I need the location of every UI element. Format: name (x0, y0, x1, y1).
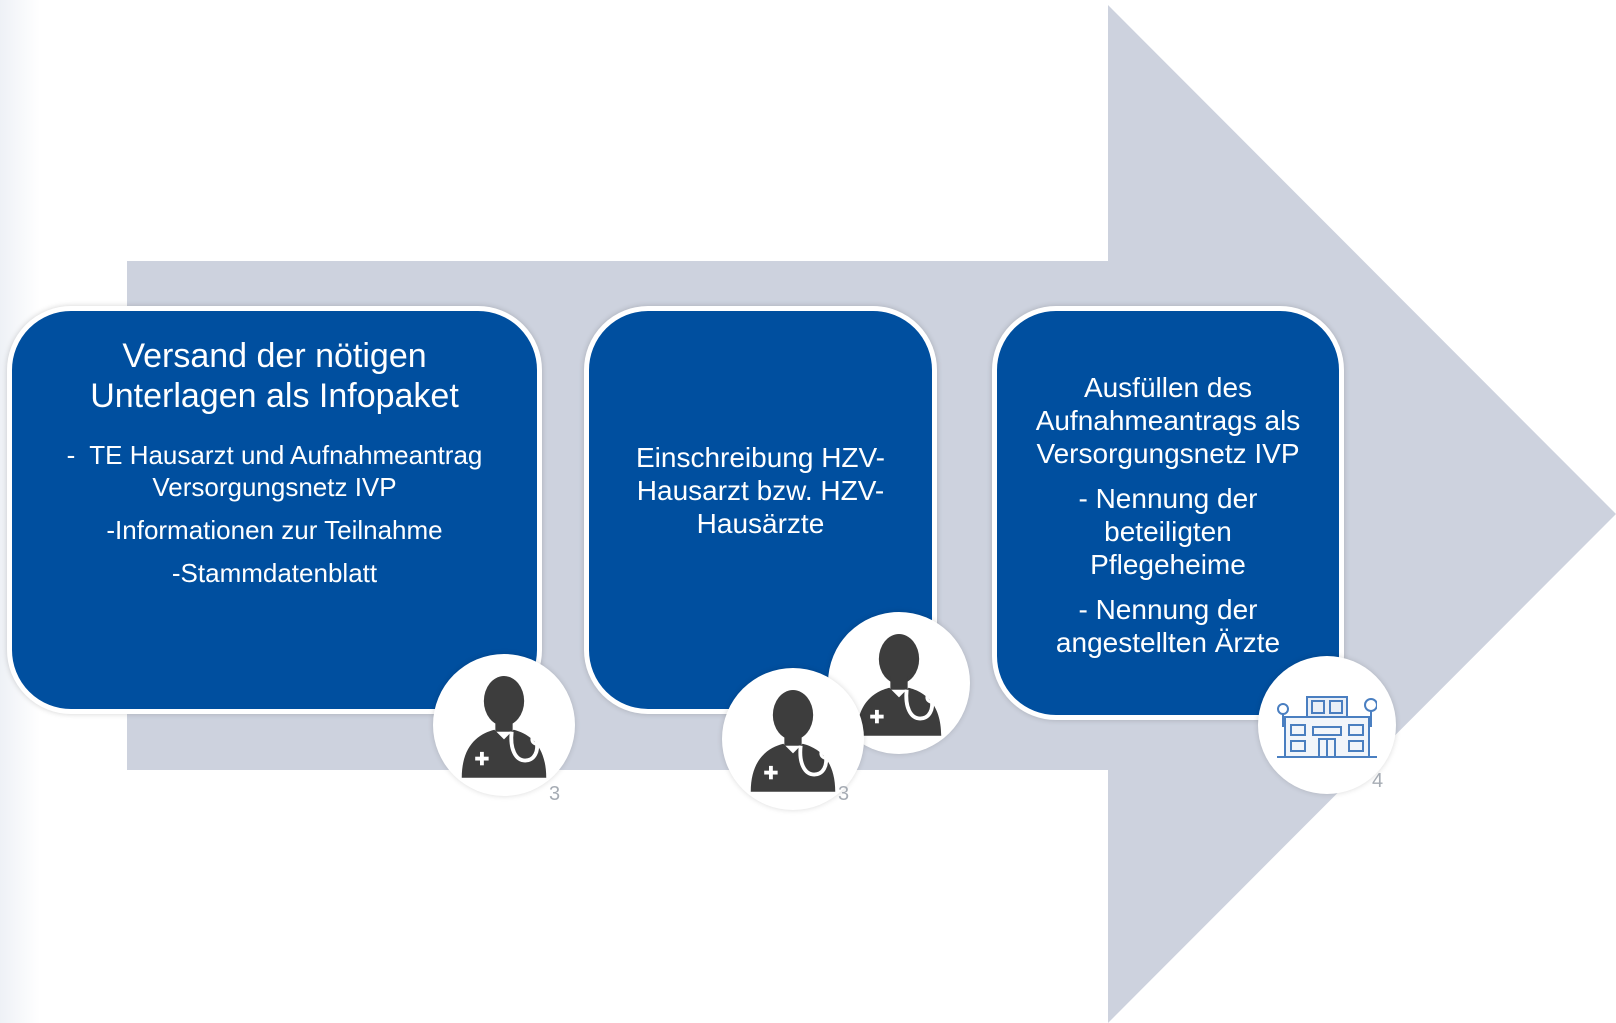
step-3-title-line-3: Versorgungsnetz IVP (1036, 438, 1300, 469)
step-3-item-1: - Nennung der beteiligten Pflegeheime (1078, 482, 1257, 581)
step-1-item-1-line-2: Versorgungsnetz IVP (152, 472, 397, 502)
step-1-title: Versand der nötigen Unterlagen als Infop… (90, 336, 459, 416)
step-3-icon-circle (1258, 656, 1396, 794)
step-3-item-1-line-2: beteiligten (1104, 516, 1232, 547)
step-1-title-line-1: Versand der nötigen (122, 337, 427, 375)
step-2-icon-circle-front (722, 668, 864, 810)
nursing-home-building-icon (1277, 696, 1377, 758)
step-1-page-number: 3 (549, 783, 561, 805)
step-3-item-1-line-3: Pflegeheime (1090, 549, 1246, 580)
doctor-icon (856, 634, 942, 736)
step-3-title-line-2: Aufnahmeantrags als (1035, 405, 1301, 436)
step-2-title-line-2: Hausarzt bzw. HZV- (636, 474, 885, 506)
step-2-page-number: 3 (838, 783, 850, 805)
step-3-item-2: - Nennung der angestellten Ärzte (1056, 593, 1280, 659)
step-1-item-3: -Stammdatenblatt (171, 558, 378, 588)
step-1-item-1: - TE Hausarzt und Aufnahmeantrag Versorg… (67, 439, 483, 503)
step-3-title-line-1: Ausfüllen des (1083, 372, 1253, 403)
step-1-title-line-2: Unterlagen als Infopaket (90, 377, 459, 415)
step-1-item-1-line-1: - TE Hausarzt und Aufnahmeantrag (66, 440, 483, 470)
step-3-item-2-line-2: angestellten Ärzte (1055, 627, 1281, 658)
step-3-item-1-line-1: - Nennung der (1078, 483, 1258, 514)
step-2-box: Einschreibung HZV- Hausarzt bzw. HZV- Ha… (584, 306, 937, 714)
doctor-icon (750, 690, 836, 792)
step-1-box: Versand der nötigen Unterlagen als Infop… (7, 306, 542, 714)
doctor-icon (461, 676, 547, 778)
step-2-title-line-3: Hausärzte (696, 507, 825, 539)
step-2-title-line-1: Einschreibung HZV- (635, 441, 885, 473)
step-3-page-number: 4 (1372, 770, 1384, 792)
step-3-box: Ausfüllen des Aufnahmeantrags als Versor… (992, 306, 1344, 720)
step-1-item-2: -Informationen zur Teilnahme (106, 515, 443, 545)
step-3-title: Ausfüllen des Aufnahmeantrags als Versor… (1036, 371, 1301, 470)
step-3-item-2-line-1: - Nennung der (1078, 594, 1258, 625)
step-2-title: Einschreibung HZV- Hausarzt bzw. HZV- Ha… (636, 441, 885, 540)
step-1-icon-circle (433, 654, 575, 796)
